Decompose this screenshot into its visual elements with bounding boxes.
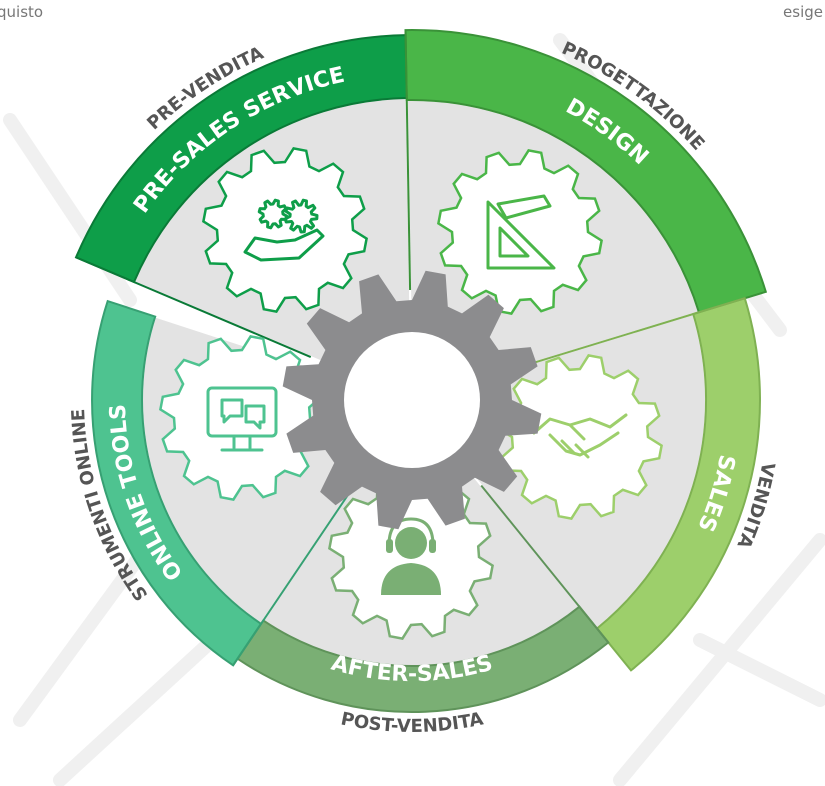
ruler-triangle-pencil-icon: [437, 149, 603, 315]
hand-with-gears-icon: [202, 147, 368, 313]
handshake-icon: [497, 354, 663, 520]
segment-divider: [480, 484, 610, 644]
segment-divider: [232, 490, 352, 666]
central-gear-icon: [282, 270, 542, 530]
segment-band-sales: [595, 297, 761, 672]
segment-divider: [75, 256, 312, 358]
corner-text-left: quisto: [0, 3, 44, 21]
segment-band-design: [404, 29, 768, 314]
gear-outline-icon: [202, 147, 368, 313]
segment-band-online-tools: [91, 299, 263, 667]
gear-outline-icon: [159, 335, 325, 501]
segment-divider: [516, 297, 746, 369]
segment-divider: [404, 30, 412, 291]
monitor-chat-icon: [159, 335, 325, 501]
corner-text-right: esige: [783, 3, 823, 21]
